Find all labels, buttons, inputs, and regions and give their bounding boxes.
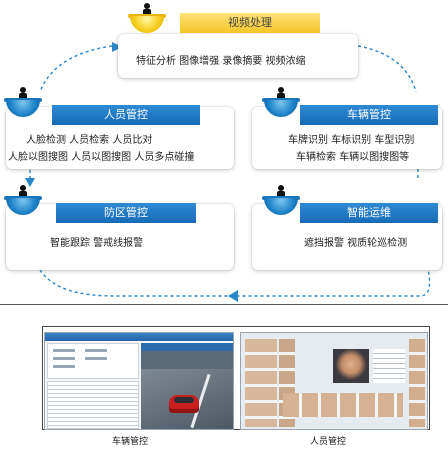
dome-camera-icon	[262, 185, 300, 215]
person-icon	[18, 185, 28, 200]
window-titlebar	[45, 333, 233, 341]
form-panel	[53, 357, 75, 360]
dome-camera-icon	[4, 185, 42, 215]
form-panel	[53, 349, 75, 352]
arrow-head-left-down	[25, 178, 35, 187]
video-processing-features: 特征分析 图像增强 录像摘要 视频浓缩	[136, 56, 306, 67]
person-icon	[276, 185, 286, 200]
person-system-screenshot	[240, 332, 428, 430]
vehicle-control-line-1: 车牌识别 车标识别 车型识别	[288, 135, 415, 146]
overlay-toolbar	[141, 343, 233, 351]
results-table	[47, 381, 139, 429]
car-windshield	[174, 397, 194, 403]
form-panel	[53, 365, 75, 368]
face-thumbnail-column	[409, 339, 425, 427]
video-processing-card: 特征分析 图像增强 录像摘要 视频浓缩	[118, 34, 358, 78]
person-caption: 人员管控	[310, 437, 347, 447]
smart-ops-line-1: 遮挡报警 视质轮巡检测	[304, 238, 408, 249]
vehicle-control-line-2: 车辆检索 车辆以图搜图等	[296, 152, 410, 163]
zone-control-header: 防区管控	[56, 203, 196, 223]
person-icon	[18, 87, 28, 102]
person-control-header: 人员管控	[52, 105, 200, 125]
face-results-row	[283, 393, 403, 417]
info-panel	[373, 349, 405, 383]
camera-video-frame	[141, 343, 233, 429]
vehicle-system-screenshot	[44, 332, 234, 430]
smart-ops-header: 智能运维	[300, 203, 438, 223]
dome-camera-icon	[128, 3, 166, 33]
video-processing-header: 视频处理	[180, 13, 320, 33]
vehicle-control-header: 车辆管控	[300, 105, 438, 125]
query-face-photo	[333, 349, 369, 383]
person-icon	[142, 3, 152, 18]
vehicle-caption: 车辆管控	[112, 437, 149, 447]
person-icon	[276, 87, 286, 102]
dome-camera-icon	[4, 87, 42, 117]
form-panel	[85, 349, 107, 352]
face-thumbnail-column	[245, 339, 277, 427]
arrow-head-bottom	[228, 290, 238, 302]
person-control-line-1: 人脸检测 人员检索 人员比对	[26, 135, 153, 146]
zone-control-line-1: 智能跟踪 警戒线报警	[50, 238, 144, 249]
arrow-head-top	[112, 42, 122, 52]
section-divider	[0, 304, 448, 305]
person-control-line-2: 人脸以图搜图 人员以图搜图 人员多点碰撞	[8, 152, 195, 163]
dome-camera-icon	[262, 87, 300, 117]
form-panel	[85, 357, 107, 360]
